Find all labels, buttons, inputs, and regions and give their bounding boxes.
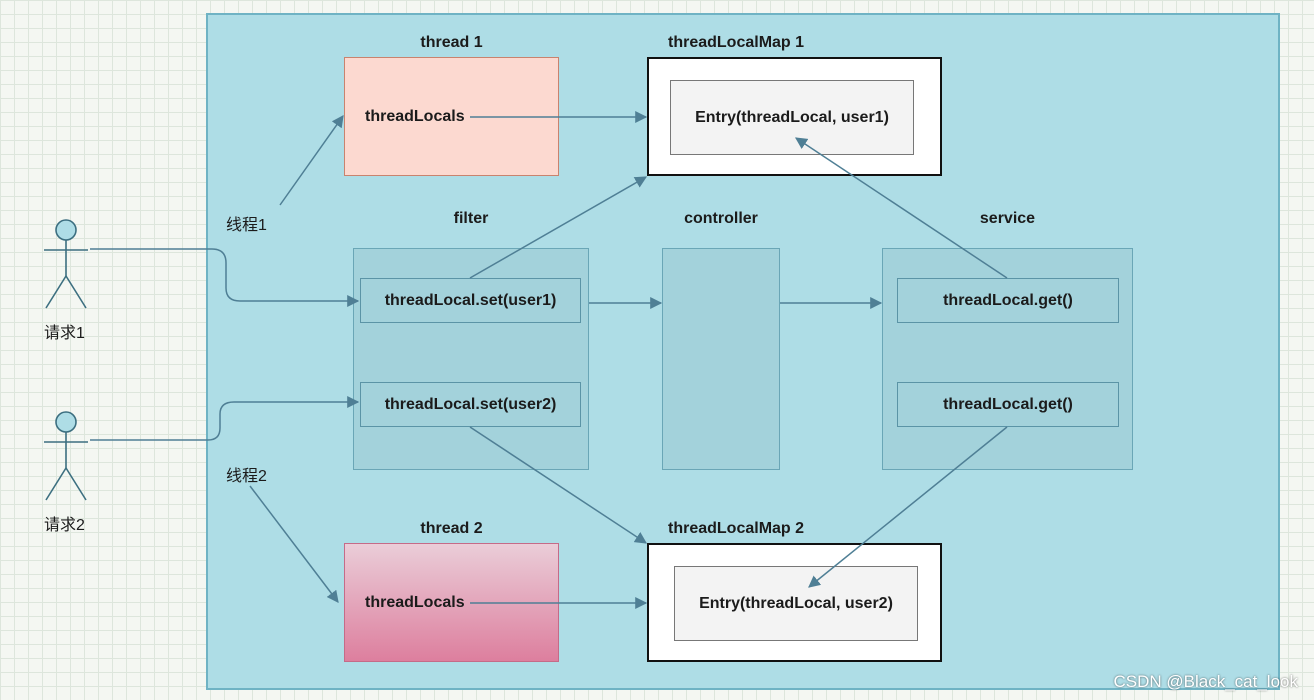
filter-set-user1-label: threadLocal.set(user1) — [384, 291, 557, 309]
thread2-box: threadLocals — [344, 543, 559, 662]
thread1-title: thread 1 — [420, 34, 483, 51]
filter-title: filter — [453, 210, 489, 227]
actor-request1 — [42, 216, 90, 317]
map1-box: Entry(threadLocal, user1) — [647, 57, 942, 176]
filter-set-user2: threadLocal.set(user2) — [360, 382, 581, 427]
thread1-label: 线程1 — [226, 217, 267, 234]
service-get-2-label: threadLocal.get() — [943, 395, 1073, 413]
map1-entry-label: Entry(threadLocal, user1) — [695, 108, 889, 126]
person-icon — [44, 411, 88, 501]
thread2-threadlocals-field: threadLocals — [365, 593, 465, 611]
filter-set-user1: threadLocal.set(user1) — [360, 278, 581, 323]
service-get-1: threadLocal.get() — [897, 278, 1119, 323]
service-title: service — [979, 210, 1036, 227]
map2-entry-label: Entry(threadLocal, user2) — [699, 594, 893, 612]
map2-entry: Entry(threadLocal, user2) — [674, 566, 918, 641]
controller-title: controller — [684, 210, 758, 227]
service-get-1-label: threadLocal.get() — [943, 291, 1073, 309]
service-get-2: threadLocal.get() — [897, 382, 1119, 427]
map2-box: Entry(threadLocal, user2) — [647, 543, 942, 662]
thread1-threadlocals-field: threadLocals — [365, 107, 465, 125]
map2-title: threadLocalMap 2 — [668, 520, 805, 537]
thread2-title: thread 2 — [420, 520, 483, 537]
controller-layer — [662, 248, 780, 470]
actor-request2-label: 请求2 — [44, 517, 85, 534]
actor-request1-label: 请求1 — [44, 325, 85, 342]
filter-set-user2-label: threadLocal.set(user2) — [384, 395, 557, 413]
map1-title: threadLocalMap 1 — [668, 34, 805, 51]
person-icon — [44, 219, 88, 309]
map1-entry: Entry(threadLocal, user1) — [670, 80, 914, 155]
actor-request2 — [42, 408, 90, 509]
watermark: CSDN @Black_cat_look — [1113, 672, 1299, 691]
thread2-label: 线程2 — [226, 468, 267, 485]
thread1-box: threadLocals — [344, 57, 559, 176]
